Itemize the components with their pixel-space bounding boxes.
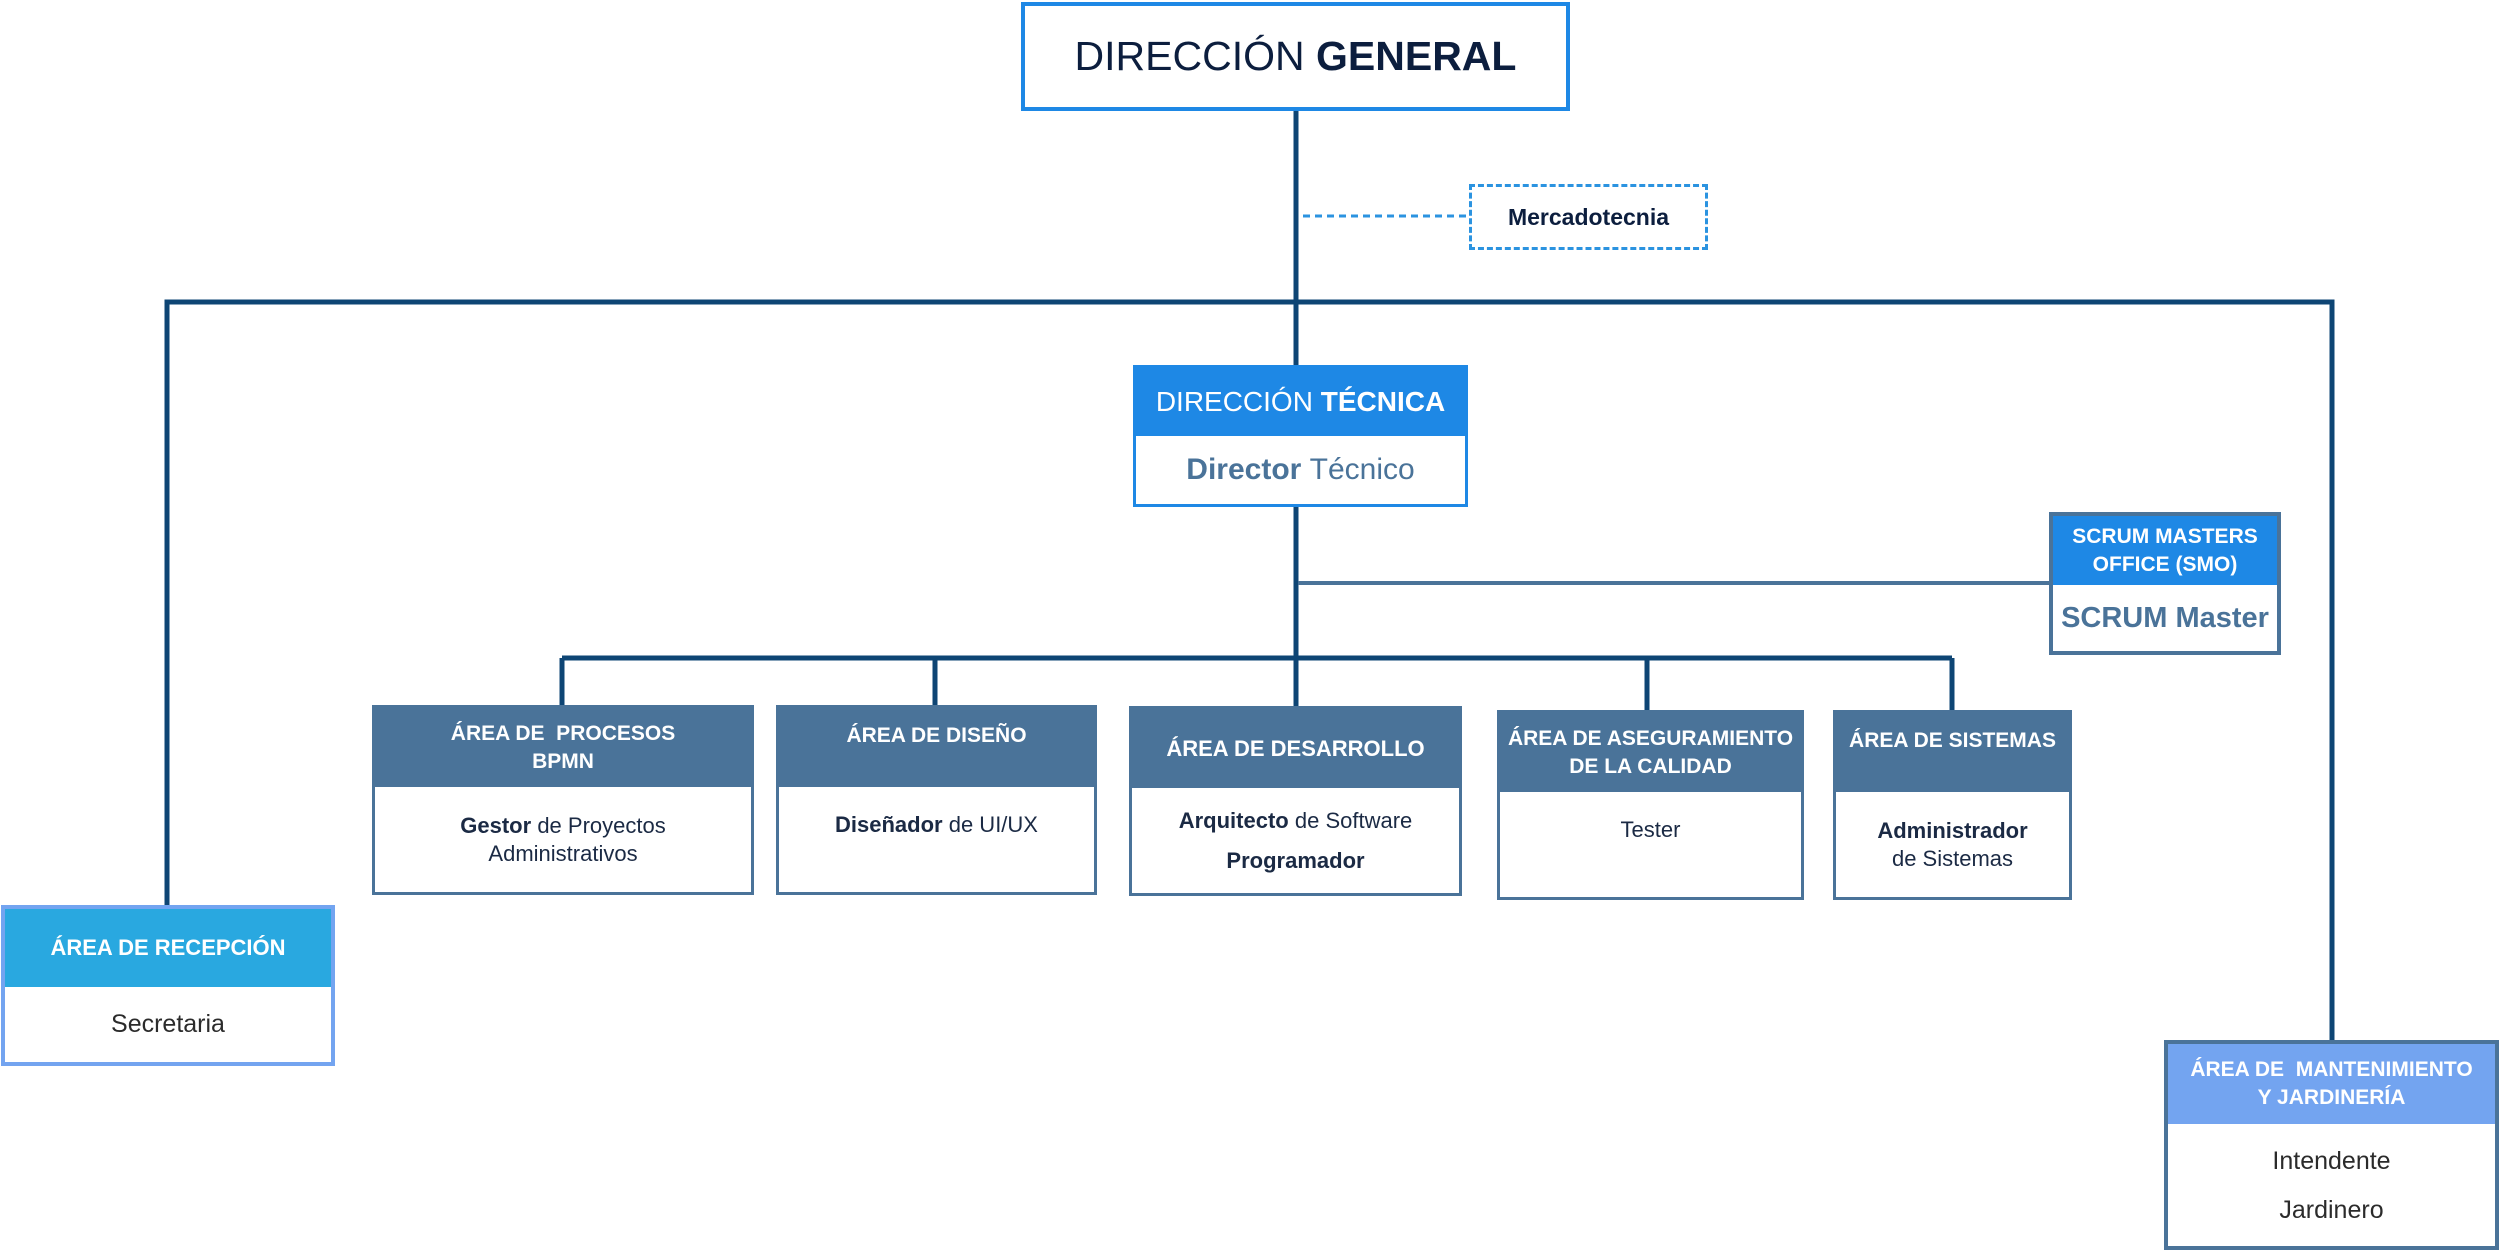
area-procesos-header: ÁREA DE PROCESOS BPMN — [375, 708, 751, 787]
area-diseno-box: ÁREA DE DISEÑO Diseñador de UI/UX — [776, 705, 1097, 895]
area-desarrollo-header: ÁREA DE DESARROLLO — [1132, 709, 1459, 788]
gestor-line2: Administrativos — [488, 840, 638, 866]
area-calidad-header: ÁREA DE ASEGURAMIENTO DE LA CALIDAD — [1500, 713, 1801, 792]
scrum-master-label: SCRUM Master — [2061, 601, 2269, 634]
direccion-general-strong: GENERAL — [1316, 33, 1517, 79]
area-diseno-body: Diseñador de UI/UX — [779, 787, 1094, 892]
direccion-tecnica-box: DIRECCIÓN TÉCNICA Director Técnico — [1133, 365, 1468, 507]
area-mantenimiento-box: ÁREA DE MANTENIMIENTO Y JARDINERÍA Inten… — [2164, 1040, 2499, 1250]
intendente-label: Intendente — [2272, 1146, 2391, 1175]
area-calidad-body: Tester — [1500, 792, 1801, 897]
area-mantenimiento-header-line2: Y JARDINERÍA — [2257, 1086, 2406, 1109]
smo-role: SCRUM Master — [2053, 585, 2277, 651]
area-desarrollo-header-line1: ÁREA DE DESARROLLO — [1166, 735, 1425, 761]
area-sistemas-body: Administrador de Sistemas — [1836, 792, 2069, 897]
area-recepcion-body: Secretaria — [5, 987, 331, 1062]
smo-box: SCRUM MASTERS OFFICE (SMO) SCRUM Master — [2049, 512, 2281, 655]
area-diseno-header-line1: ÁREA DE DISEÑO — [846, 724, 1027, 747]
area-mantenimiento-header: ÁREA DE MANTENIMIENTO Y JARDINERÍA — [2168, 1044, 2495, 1124]
gestor-rest: de Proyectos — [537, 812, 666, 838]
area-recepcion-header: ÁREA DE RECEPCIÓN — [5, 909, 331, 987]
area-sistemas-box: ÁREA DE SISTEMAS Administrador de Sistem… — [1833, 710, 2072, 900]
direccion-tecnica-strong: TÉCNICA — [1320, 386, 1446, 417]
mercadotecnia-box: Mercadotecnia — [1469, 184, 1708, 250]
direccion-tecnica-role: Director Técnico — [1136, 436, 1465, 504]
area-desarrollo-box: ÁREA DE DESARROLLO Arquitecto de Softwar… — [1129, 706, 1462, 896]
mercadotecnia-label: Mercadotecnia — [1507, 203, 1670, 230]
area-sistemas-header: ÁREA DE SISTEMAS — [1836, 713, 2069, 792]
direccion-tecnica-prefix: DIRECCIÓN — [1155, 386, 1313, 417]
area-sistemas-header-line1: ÁREA DE SISTEMAS — [1849, 729, 2056, 752]
area-procesos-header-line1: ÁREA DE PROCESOS — [450, 721, 676, 745]
smo-header-line2: OFFICE (SMO) — [2092, 552, 2238, 576]
area-calidad-header-line2: DE LA CALIDAD — [1569, 754, 1732, 778]
administrador-line2: de Sistemas — [1891, 845, 2014, 871]
tecnico-label: Técnico — [1309, 453, 1415, 486]
area-diseno-header: ÁREA DE DISEÑO — [779, 708, 1094, 787]
administrador-label: Administrador — [1877, 817, 2028, 843]
disenador-rest: de UI/UX — [948, 812, 1038, 837]
area-procesos-body: Gestor de Proyectos Administrativos — [375, 787, 751, 892]
area-procesos-box: ÁREA DE PROCESOS BPMN Gestor de Proyecto… — [372, 705, 754, 895]
area-desarrollo-body: Arquitecto de Software Programador — [1132, 788, 1459, 893]
disenador-label: Diseñador — [835, 812, 943, 837]
smo-header-line1: SCRUM MASTERS — [2072, 524, 2258, 548]
arquitecto-label: Arquitecto — [1178, 807, 1289, 833]
area-calidad-box: ÁREA DE ASEGURAMIENTO DE LA CALIDAD Test… — [1497, 710, 1804, 900]
area-mantenimiento-header-line1: ÁREA DE MANTENIMIENTO — [2190, 1058, 2473, 1081]
area-recepcion-header-line1: ÁREA DE RECEPCIÓN — [50, 935, 286, 960]
secretaria-label: Secretaria — [111, 1010, 225, 1038]
gestor-label: Gestor — [460, 812, 532, 838]
area-recepcion-box: ÁREA DE RECEPCIÓN Secretaria — [1, 905, 335, 1066]
jardinero-label: Jardinero — [2279, 1195, 2384, 1224]
direccion-general-box: DIRECCIÓN GENERAL — [1021, 2, 1570, 111]
smo-header: SCRUM MASTERS OFFICE (SMO) — [2053, 516, 2277, 585]
area-procesos-header-line2: BPMN — [532, 749, 594, 773]
direccion-general-prefix: DIRECCIÓN — [1074, 33, 1305, 79]
programador-label: Programador — [1226, 847, 1365, 873]
area-mantenimiento-body: Intendente Jardinero — [2168, 1124, 2495, 1246]
tester-label: Tester — [1620, 817, 1681, 842]
area-calidad-header-line1: ÁREA DE ASEGURAMIENTO — [1507, 726, 1794, 750]
director-label: Director — [1186, 453, 1302, 486]
arquitecto-rest: de Software — [1294, 807, 1413, 833]
direccion-tecnica-header: DIRECCIÓN TÉCNICA — [1136, 368, 1465, 436]
